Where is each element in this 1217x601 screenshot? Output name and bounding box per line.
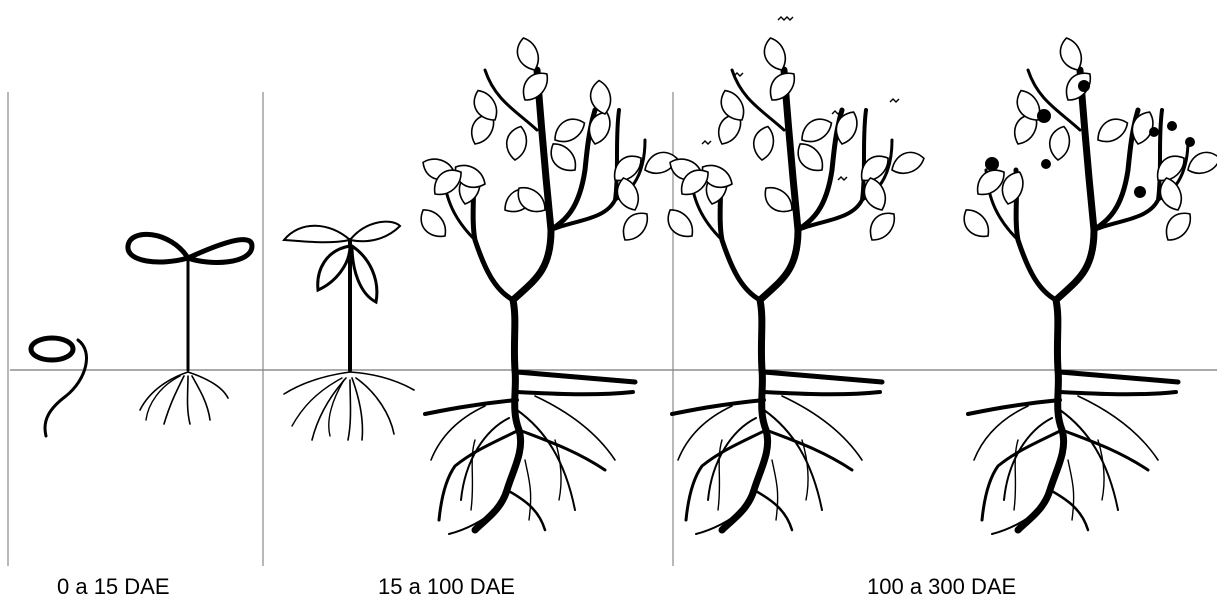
stage-label-3: 100 a 300 DAE bbox=[867, 574, 1016, 600]
flowering-plant-illustration bbox=[958, 35, 1217, 534]
mature-plant-illustration bbox=[415, 35, 680, 534]
stage-label-1: 0 a 15 DAE bbox=[57, 574, 170, 600]
young-plant-illustration bbox=[284, 222, 414, 440]
cotyledon-seedling-illustration bbox=[128, 234, 252, 424]
budding-plant-illustration bbox=[662, 17, 927, 534]
germinating-seed-illustration bbox=[31, 338, 87, 436]
stage-label-2: 15 a 100 DAE bbox=[378, 574, 515, 600]
